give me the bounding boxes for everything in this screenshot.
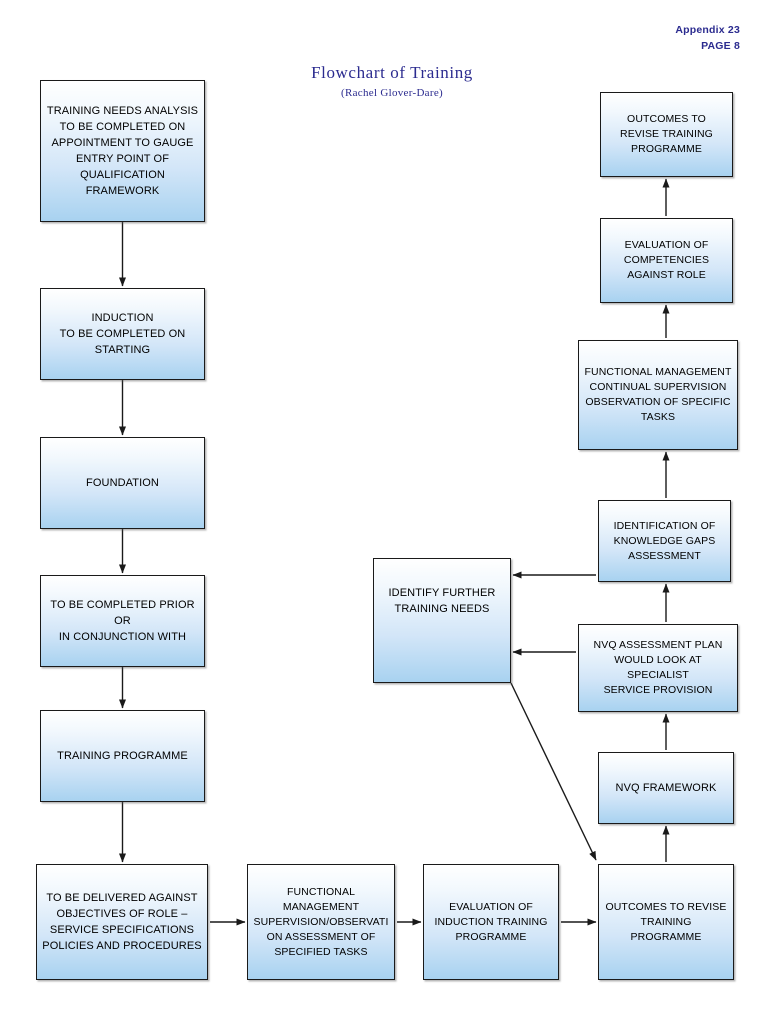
- title-subtitle: (Rachel Glover-Dare): [341, 87, 443, 99]
- node-identification-knowledge-gaps[interactable]: IDENTIFICATION OF KNOWLEDGE GAPS ASSESSM…: [598, 500, 731, 582]
- node-functional-management-supervision[interactable]: FUNCTIONAL MANAGEMENT SUPERVISION/OBSERV…: [247, 864, 395, 980]
- node-label: OUTCOMES TO REVISE TRAINING PROGRAMME: [605, 900, 727, 943]
- node-training-needs-analysis[interactable]: TRAINING NEEDS ANALYSIS TO BE COMPLETED …: [40, 80, 205, 222]
- node-nvq-framework[interactable]: NVQ FRAMEWORK: [598, 752, 734, 824]
- node-delivered-against-objectives[interactable]: TO BE DELIVERED AGAINST OBJECTIVES OF RO…: [36, 864, 208, 980]
- node-label: TO BE COMPLETED PRIOR OR IN CONJUNCTION …: [50, 599, 195, 643]
- node-foundation[interactable]: FOUNDATION: [40, 437, 205, 529]
- page-number: PAGE 8: [701, 40, 740, 52]
- node-outcomes-revise-training-bottom[interactable]: OUTCOMES TO REVISE TRAINING PROGRAMME: [598, 864, 734, 980]
- node-identify-further-training-needs[interactable]: IDENTIFY FURTHER TRAINING NEEDS: [373, 558, 511, 683]
- node-evaluation-competencies[interactable]: EVALUATION OF COMPETENCIES AGAINST ROLE: [600, 218, 733, 303]
- node-nvq-assessment-plan[interactable]: NVQ ASSESSMENT PLAN WOULD LOOK AT SPECIA…: [578, 624, 738, 712]
- node-label: IDENTIFICATION OF KNOWLEDGE GAPS ASSESSM…: [613, 519, 716, 562]
- node-label: FUNCTIONAL MANAGEMENT CONTINUAL SUPERVIS…: [584, 366, 732, 423]
- node-label: NVQ FRAMEWORK: [615, 782, 717, 794]
- node-induction[interactable]: INDUCTION TO BE COMPLETED ON STARTING: [40, 288, 205, 380]
- node-label: IDENTIFY FURTHER TRAINING NEEDS: [388, 587, 496, 615]
- node-label: TRAINING PROGRAMME: [57, 750, 188, 762]
- appendix-header: Appendix 23 PAGE 8: [675, 22, 740, 54]
- node-label: TO BE DELIVERED AGAINST OBJECTIVES OF RO…: [42, 892, 202, 952]
- node-outcomes-revise-training-top[interactable]: OUTCOMES TO REVISE TRAINING PROGRAMME: [600, 92, 733, 177]
- node-label: EVALUATION OF COMPETENCIES AGAINST ROLE: [623, 239, 710, 281]
- node-label: FUNCTIONAL MANAGEMENT SUPERVISION/OBSERV…: [253, 885, 389, 958]
- node-label: EVALUATION OF INDUCTION TRAINING PROGRAM…: [434, 900, 548, 943]
- node-completed-prior-or-conjunction[interactable]: TO BE COMPLETED PRIOR OR IN CONJUNCTION …: [40, 575, 205, 667]
- node-label: NVQ ASSESSMENT PLAN WOULD LOOK AT SPECIA…: [593, 639, 723, 696]
- node-functional-management-continual[interactable]: FUNCTIONAL MANAGEMENT CONTINUAL SUPERVIS…: [578, 340, 738, 450]
- node-training-programme[interactable]: TRAINING PROGRAMME: [40, 710, 205, 802]
- node-label: FOUNDATION: [86, 477, 159, 489]
- appendix-number: Appendix 23: [675, 24, 740, 36]
- title-text: Flowchart of Training: [311, 63, 473, 82]
- node-label: TRAINING NEEDS ANALYSIS TO BE COMPLETED …: [46, 105, 199, 197]
- page-title: Flowchart of Training (Rachel Glover-Dar…: [256, 62, 528, 102]
- node-label: INDUCTION TO BE COMPLETED ON STARTING: [59, 312, 186, 356]
- node-label: OUTCOMES TO REVISE TRAINING PROGRAMME: [620, 113, 713, 155]
- node-evaluation-induction-training[interactable]: EVALUATION OF INDUCTION TRAINING PROGRAM…: [423, 864, 559, 980]
